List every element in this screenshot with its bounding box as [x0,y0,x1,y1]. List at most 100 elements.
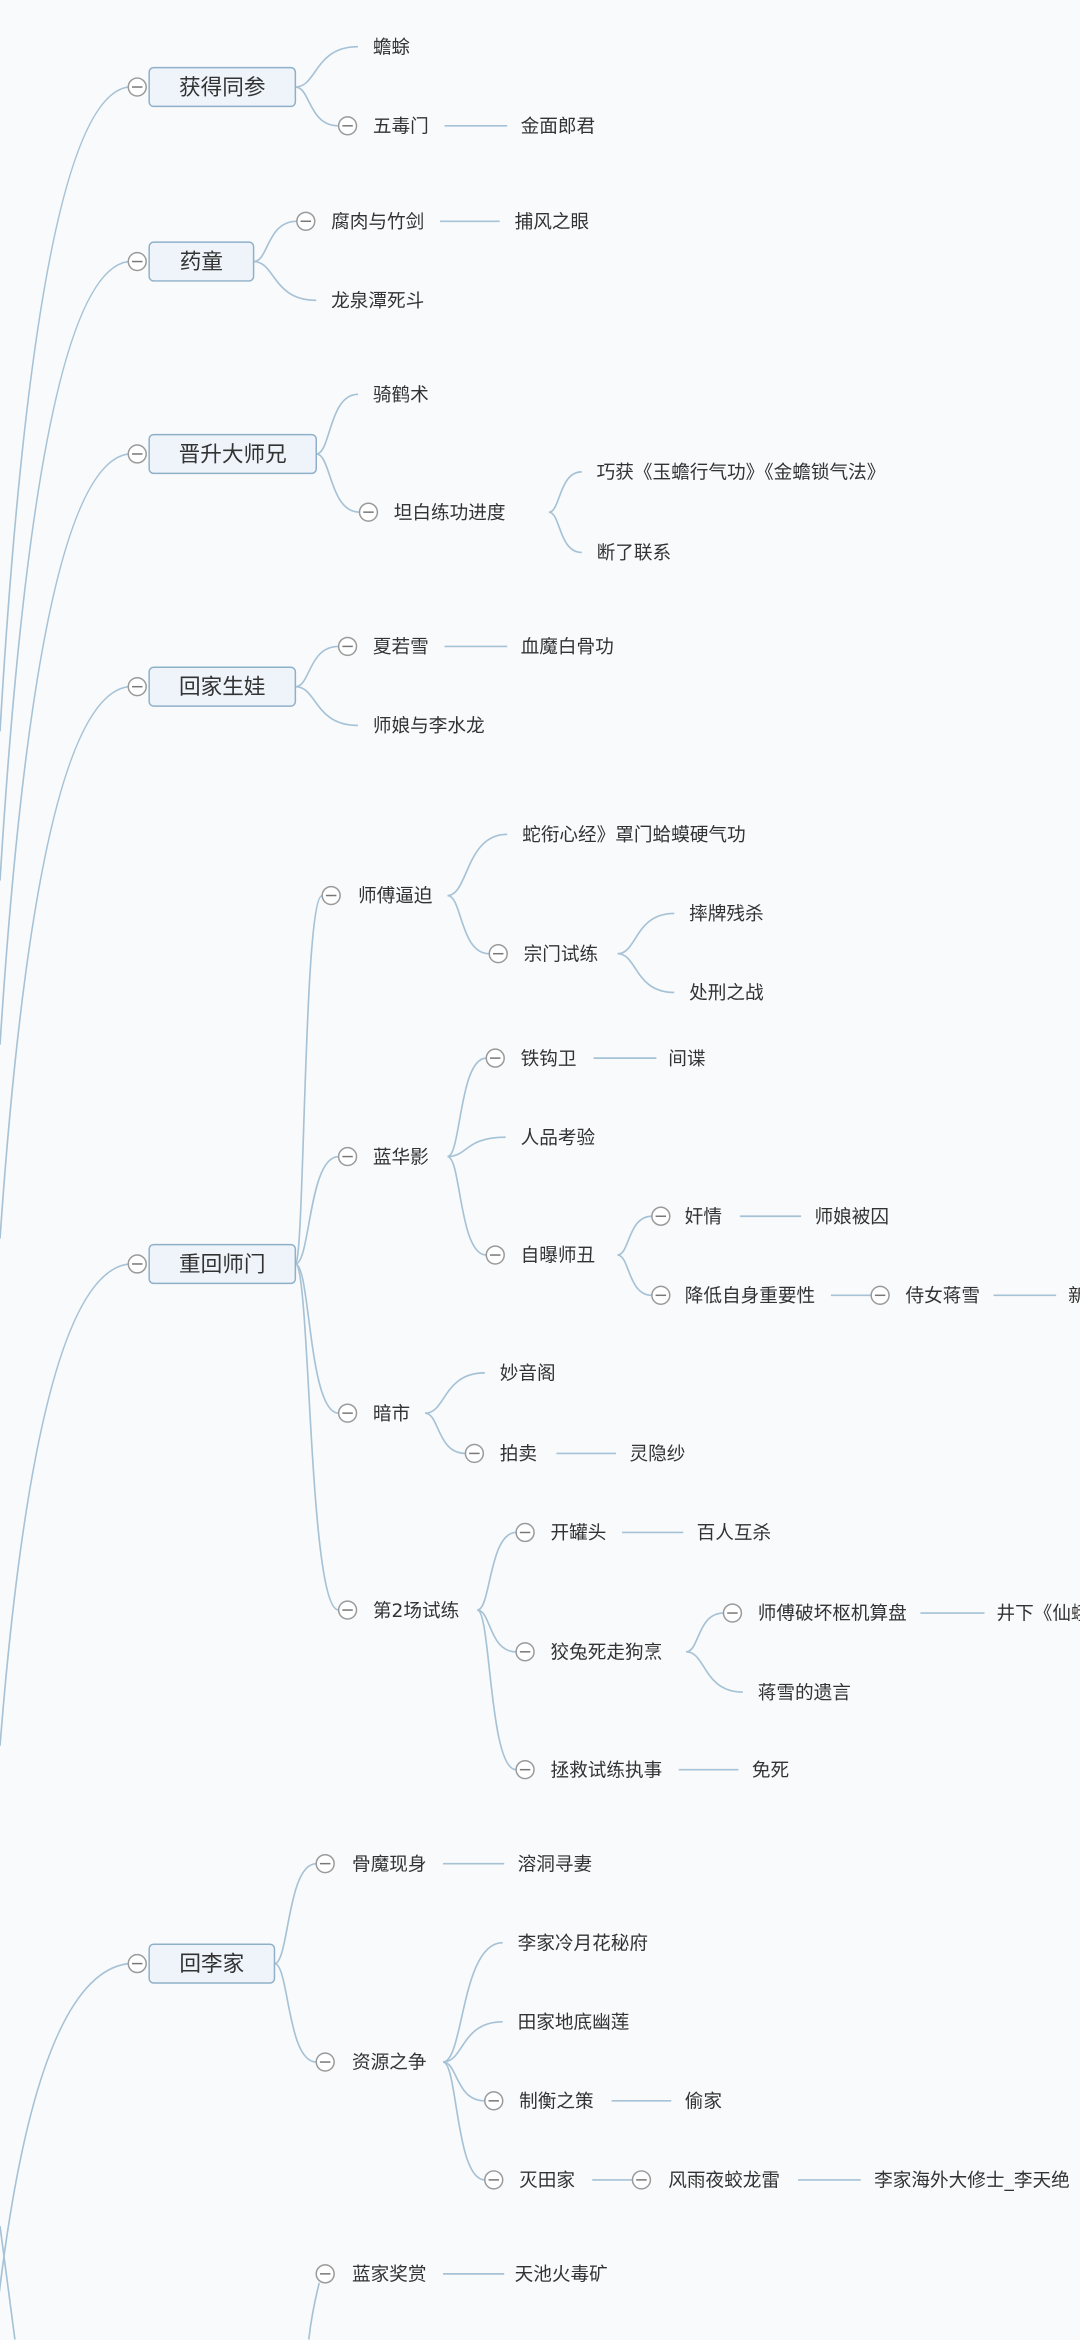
collapse-toggle-icon[interactable] [631,2170,652,2190]
subtopic-label[interactable]: 偷家 [685,2092,722,2113]
collapse-toggle-icon[interactable] [337,1146,358,1167]
subtopic-label[interactable]: 灭田家 [519,2171,575,2192]
subtopic-label[interactable]: 血魔白骨功 [521,637,614,658]
subtopic-label[interactable]: 蛇衔心经》罩门蛤蟆硬气功 [522,825,746,846]
subtopic-label[interactable]: 妙音阁 [500,1364,556,1385]
subtopic-label[interactable]: 蓝家奖赏 [352,2265,427,2286]
collapse-toggle-icon[interactable] [485,1048,505,1068]
collapse-toggle-icon[interactable] [651,1206,671,1226]
collapse-toggle-icon[interactable] [315,1853,335,1874]
main-topic[interactable]: 重回师门 [148,1243,297,1285]
subtopic-label[interactable]: 骑鹤术 [373,385,429,406]
subtopic-label[interactable]: 风雨夜蛟龙雷 [668,2171,780,2192]
subtopic-label[interactable]: 暗市 [373,1404,410,1425]
subtopic-label[interactable]: 师娘与李水龙 [373,716,485,737]
subtopic-label[interactable]: 降低自身重要性 [685,1286,815,1307]
connector-curve [294,1155,339,1265]
collapse-toggle-icon[interactable] [315,2264,335,2284]
collapse-toggle-icon[interactable] [484,2170,504,2190]
subtopic-label[interactable]: 夏若雪 [373,637,429,658]
subtopic-label[interactable]: 井下《仙蛾 [996,1604,1080,1625]
collapse-toggle-icon[interactable] [870,1285,890,1306]
subtopic-label[interactable]: 资源之争 [352,2053,427,2074]
subtopic-label[interactable]: 灵隐纱 [630,1444,686,1465]
subtopic-label[interactable]: 腐肉与竹剑 [331,212,424,233]
subtopic-label[interactable]: 师傅破坏枢机算盘 [758,1604,907,1625]
main-topic[interactable]: 获得同参 [148,66,297,108]
collapse-toggle-icon[interactable] [651,1285,671,1306]
subtopic-label[interactable]: 五毒门 [373,117,429,138]
subtopic-label[interactable]: 金面郎君 [521,117,596,138]
subtopic-label[interactable]: 第2场试练 [373,1601,459,1622]
subtopic-label[interactable]: 奸情 [685,1207,722,1228]
collapse-toggle-icon[interactable] [515,1642,535,1662]
subtopic-label[interactable]: 蟾蜍 [373,37,410,58]
subtopic-label[interactable]: 拯救试练执事 [550,1760,662,1781]
connector-curve [617,1215,652,1256]
connector-curve [294,894,323,1265]
connector-curve [307,2282,321,2340]
main-topic[interactable]: 回家生娃 [148,666,297,707]
collapse-toggle-icon[interactable] [515,1522,535,1543]
connector-curve [447,894,490,955]
subtopic-label[interactable]: 田家地底幽莲 [518,2012,630,2033]
subtopic-label[interactable]: 百人互杀 [697,1523,772,1544]
subtopic-label[interactable]: 免死 [752,1760,789,1781]
subtopic-label[interactable]: 龙泉潭死斗 [331,291,424,312]
trunk-connector [0,453,129,1045]
collapse-toggle-icon[interactable] [484,2091,504,2111]
subtopic-label[interactable]: 捕风之眼 [515,212,590,233]
collapse-toggle-icon[interactable] [337,1600,358,1620]
collapse-toggle-icon[interactable] [358,502,379,522]
collapse-toggle-icon[interactable] [127,676,147,697]
collapse-toggle-icon[interactable] [337,116,358,136]
main-topic[interactable]: 晋升大师兄 [148,433,317,475]
subtopic-label[interactable]: 铁钩卫 [521,1049,577,1070]
subtopic-label[interactable]: 拍卖 [500,1444,537,1465]
subtopic-label[interactable]: 巧获《玉蟾行气功》《金蟾锁气法》 [597,463,886,484]
collapse-toggle-icon[interactable] [464,1443,485,1464]
collapse-toggle-icon[interactable] [127,1953,147,1974]
subtopic-label[interactable]: 天池火毒矿 [515,2265,608,2286]
collapse-toggle-icon[interactable] [485,1245,505,1265]
subtopic-label[interactable]: 开罐头 [550,1523,606,1544]
subtopic-label[interactable]: 坦白练功进度 [394,503,506,524]
collapse-toggle-icon[interactable] [127,251,147,272]
subtopic-label[interactable]: 李家冷月花秘府 [518,1933,648,1954]
subtopic-label[interactable]: 师傅逼迫 [358,886,433,907]
connector-curve [294,1263,339,1414]
subtopic-label[interactable]: 宗门试练 [524,944,599,965]
collapse-toggle-icon[interactable] [127,77,147,97]
topic-box [148,666,297,707]
subtopic-label[interactable]: 狡兔死走狗烹 [550,1643,662,1664]
subtopic-label[interactable]: 蓝华影 [373,1147,429,1168]
subtopic-label[interactable]: 间谍 [668,1049,705,1070]
collapse-toggle-icon[interactable] [337,1403,358,1423]
subtopic-label[interactable]: 新 [1068,1286,1080,1307]
collapse-toggle-icon[interactable] [321,885,341,906]
main-topic[interactable]: 药童 [148,241,255,282]
subtopic-label[interactable]: 师娘被囚 [814,1207,889,1228]
collapse-toggle-icon[interactable] [488,944,508,964]
collapse-toggle-icon[interactable] [296,211,316,231]
subtopic-label[interactable]: 骨魔现身 [352,1854,427,1875]
subtopic-label[interactable]: 断了联系 [597,543,672,564]
subtopic-label[interactable]: 蒋雪的遗言 [758,1683,851,1704]
subtopic-label[interactable]: 李家海外大修士_李天绝 [874,2171,1070,2192]
subtopic-label[interactable]: 人品考验 [521,1128,596,1149]
collapse-toggle-icon[interactable] [722,1603,743,1623]
collapse-toggle-icon[interactable] [315,2052,335,2072]
subtopic-label[interactable]: 处刑之战 [689,983,764,1004]
subtopic-label[interactable]: 溶洞寻妻 [518,1854,593,1875]
collapse-toggle-icon[interactable] [127,1254,147,1274]
main-topic[interactable]: 回李家 [148,1943,276,1984]
subtopic-label[interactable]: 侍女蒋雪 [905,1286,980,1307]
collapse-toggle-icon[interactable] [337,636,358,657]
collapse-toggle-icon[interactable] [515,1759,535,1780]
subtopic-label[interactable]: 自曝师丑 [521,1246,596,1267]
collapse-toggle-icon[interactable] [127,444,147,464]
subtopic-label[interactable]: 制衡之策 [519,2092,594,2113]
connector-curve [295,45,359,88]
subtopic-label[interactable]: 摔牌残杀 [689,904,764,925]
